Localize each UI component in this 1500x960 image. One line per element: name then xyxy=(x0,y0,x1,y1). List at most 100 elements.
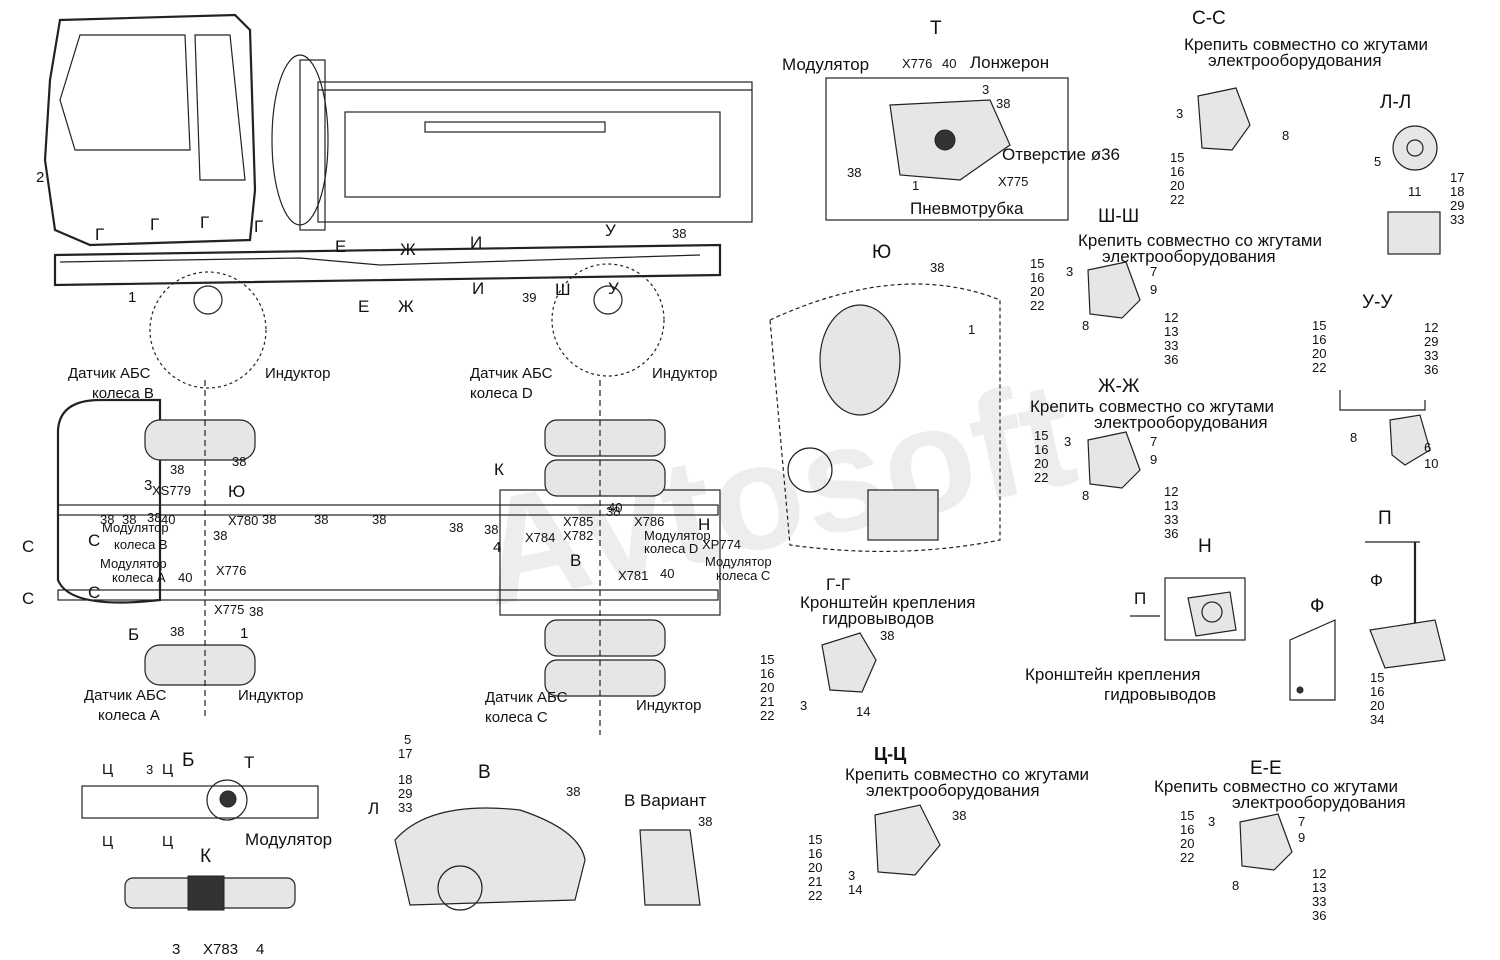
view-tsts-title: Ц-Ц xyxy=(874,744,907,764)
view-v-title: В xyxy=(478,762,491,783)
label-x785: X785 xyxy=(563,514,593,529)
wheel-d2 xyxy=(544,459,666,497)
clamp xyxy=(1087,431,1141,489)
view-f-title: Ф xyxy=(1310,596,1324,617)
callout-38: 38 xyxy=(672,226,686,241)
label-modulator-c: Модулятор xyxy=(705,554,772,569)
section-mark-g: Г xyxy=(200,213,209,232)
dump-body xyxy=(317,81,753,223)
label-x776: X776 xyxy=(902,56,932,71)
section-mark-v: В xyxy=(570,551,581,570)
callout-stack: 15 xyxy=(1170,150,1184,165)
wheel-c2 xyxy=(544,659,666,697)
section-mark-ts: Ц xyxy=(162,761,173,778)
arrow-f: Ф xyxy=(1370,571,1383,590)
callout-stack: 36 xyxy=(1164,352,1178,367)
callout-4: 4 xyxy=(256,941,264,958)
spare-wheel xyxy=(271,54,329,226)
view-yu-title: Ю xyxy=(872,242,891,263)
callout-stack: 15 xyxy=(1034,428,1048,443)
callout-6: 6 xyxy=(1424,440,1431,455)
callout-3: 3 xyxy=(1176,106,1183,121)
view-zhzh-title: Ж-Ж xyxy=(1098,376,1140,397)
callout-stack: 16 xyxy=(1370,684,1384,699)
callout-38: 38 xyxy=(100,512,114,527)
callout-stack: 16 xyxy=(1312,332,1326,347)
callout-stack: 18 xyxy=(398,772,412,787)
label-hole: Отверстие ø36 xyxy=(1002,145,1120,164)
callout-38: 38 xyxy=(170,462,184,477)
section-mark-e: Е xyxy=(335,237,346,256)
wheel-a xyxy=(144,644,256,686)
label-modulator: Модулятор xyxy=(782,55,869,74)
callout-2: 2 xyxy=(36,169,44,186)
label-x776: X776 xyxy=(216,563,246,578)
clamp xyxy=(874,804,941,876)
wheel-b xyxy=(144,419,256,461)
callout-40: 40 xyxy=(660,566,674,581)
truck-side-view: Г Г Г Г Е Е Ж Ж И И Ш У У 2 1 38 39 xyxy=(36,13,753,389)
section-mark-l: Л xyxy=(368,799,379,818)
callout-stack: 20 xyxy=(1312,346,1326,361)
callout-5: 5 xyxy=(1374,154,1381,169)
cab-window xyxy=(59,34,191,151)
view-ee-title: Е-Е xyxy=(1250,758,1282,779)
section-mark-c: С xyxy=(22,537,34,556)
view-b-title: Б xyxy=(182,750,194,771)
section-mark-g: Г xyxy=(150,215,159,234)
callout-stack: 15 xyxy=(760,652,774,667)
callout-1: 1 xyxy=(912,178,919,193)
callout-38: 38 xyxy=(262,512,276,527)
callout-3: 3 xyxy=(1208,814,1215,829)
callout-9: 9 xyxy=(1298,830,1305,845)
callout-stack: 12 xyxy=(1424,320,1438,335)
callout-stack: 15 xyxy=(1312,318,1326,333)
label-abs-a: колеса А xyxy=(98,707,160,724)
side-frame xyxy=(53,243,722,287)
wheel-d1 xyxy=(544,419,666,457)
callout-3: 3 xyxy=(1066,264,1073,279)
callout-stack: 33 xyxy=(1424,348,1438,363)
callout-stack: 36 xyxy=(1312,908,1326,923)
valve xyxy=(1369,619,1446,669)
callout-40: 40 xyxy=(161,512,175,527)
callout-3: 3 xyxy=(848,868,855,883)
callout-stack: 16 xyxy=(1180,822,1194,837)
callout-stack: 12 xyxy=(1312,866,1326,881)
section-mark-i: И xyxy=(470,233,482,252)
callout-38: 38 xyxy=(314,512,328,527)
view-b: Б Т 3 Ц Ц Ц Ц Модулятор xyxy=(81,750,332,850)
callout-stack: 21 xyxy=(808,874,822,889)
callout-10: 10 xyxy=(1424,456,1438,471)
callout-stack: 22 xyxy=(1180,850,1194,865)
callout-stack: 22 xyxy=(1170,192,1184,207)
callout-stack: 13 xyxy=(1164,498,1178,513)
label-modulator-b: Модулятор xyxy=(102,520,169,535)
label-x783: X783 xyxy=(203,941,238,958)
view-uu-title: У-У xyxy=(1362,292,1393,313)
section-mark-g: Г xyxy=(95,225,104,244)
section-mark-c: С xyxy=(88,583,100,602)
callout-39: 39 xyxy=(522,290,536,305)
callout-stack: 36 xyxy=(1424,362,1438,377)
callout-stack: 22 xyxy=(808,888,822,903)
label-inductor: Индуктор xyxy=(265,365,330,382)
bracket xyxy=(1187,591,1237,637)
note-harness: электрооборудования xyxy=(1208,51,1382,70)
label-modulator-c: колеса С xyxy=(716,568,770,583)
front-wheel xyxy=(149,271,267,389)
callout-38: 38 xyxy=(484,522,498,537)
label-x782: X782 xyxy=(563,528,593,543)
callout-3: 3 xyxy=(146,762,153,777)
callout-38: 38 xyxy=(170,624,184,639)
callout-stack: 33 xyxy=(398,800,412,815)
cab-door xyxy=(194,34,246,181)
arrow-p: П xyxy=(1134,589,1146,608)
callout-stack: 22 xyxy=(760,708,774,723)
label-xp774: XP774 xyxy=(702,537,741,552)
label-modulator: Модулятор xyxy=(245,830,332,849)
section-mark-u: У xyxy=(608,279,619,298)
clamp xyxy=(1197,87,1251,151)
callout-stack: 33 xyxy=(1164,512,1178,527)
